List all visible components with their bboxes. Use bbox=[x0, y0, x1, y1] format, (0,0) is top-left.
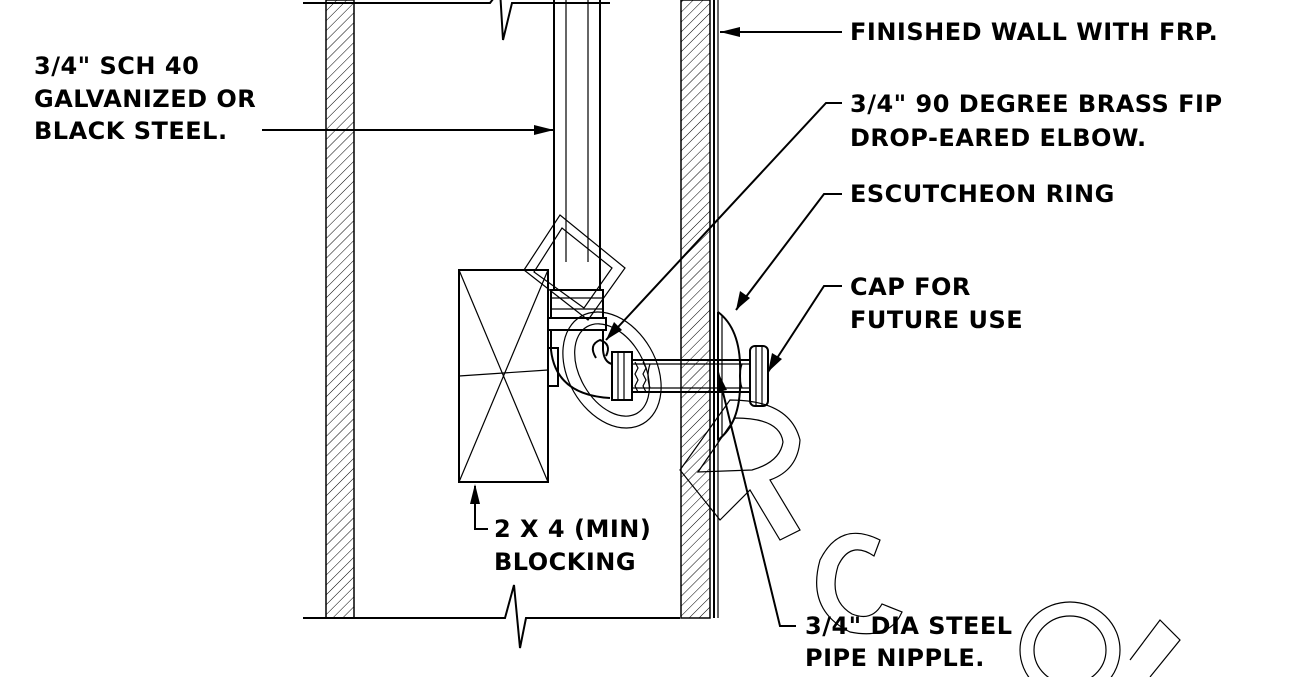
label-cap-line1: CAP FOR bbox=[850, 273, 971, 301]
leader-elbow bbox=[605, 102, 842, 341]
break-line-top bbox=[303, 0, 610, 41]
leader-nipple bbox=[717, 371, 796, 627]
watermark-outline bbox=[523, 214, 1181, 677]
leader-escutcheon bbox=[735, 193, 842, 311]
blocking bbox=[458, 269, 549, 483]
break-line-bottom bbox=[303, 584, 680, 649]
label-finished-wall: FINISHED WALL WITH FRP. bbox=[850, 18, 1219, 46]
leader-finished-wall bbox=[720, 27, 842, 37]
label-cap-line2: FUTURE USE bbox=[850, 306, 1024, 334]
elbow-fitting bbox=[547, 289, 633, 401]
right-wall bbox=[680, 0, 719, 619]
label-elbow-line1: 3/4" 90 DEGREE BRASS FIP bbox=[850, 90, 1223, 118]
label-escutcheon: ESCUTCHEON RING bbox=[850, 180, 1115, 208]
label-sch40-line2: GALVANIZED OR bbox=[34, 85, 257, 113]
leader-blocking bbox=[470, 484, 488, 530]
leader-cap bbox=[767, 285, 842, 373]
label-blocking-line2: BLOCKING bbox=[494, 548, 637, 576]
label-sch40-line1: 3/4" SCH 40 bbox=[34, 52, 200, 80]
left-wall bbox=[325, 0, 355, 619]
leader-sch40 bbox=[262, 125, 554, 135]
label-sch40-line3: BLACK STEEL. bbox=[34, 117, 228, 145]
pipe-cap bbox=[749, 345, 769, 407]
label-elbow-line2: DROP-EARED ELBOW. bbox=[850, 124, 1147, 152]
label-blocking-line1: 2 X 4 (MIN) bbox=[494, 515, 652, 543]
label-nipple-line1: 3/4" DIA STEEL bbox=[805, 612, 1013, 640]
riser-pipe bbox=[553, 0, 601, 290]
label-nipple-line2: PIPE NIPPLE. bbox=[805, 644, 985, 672]
